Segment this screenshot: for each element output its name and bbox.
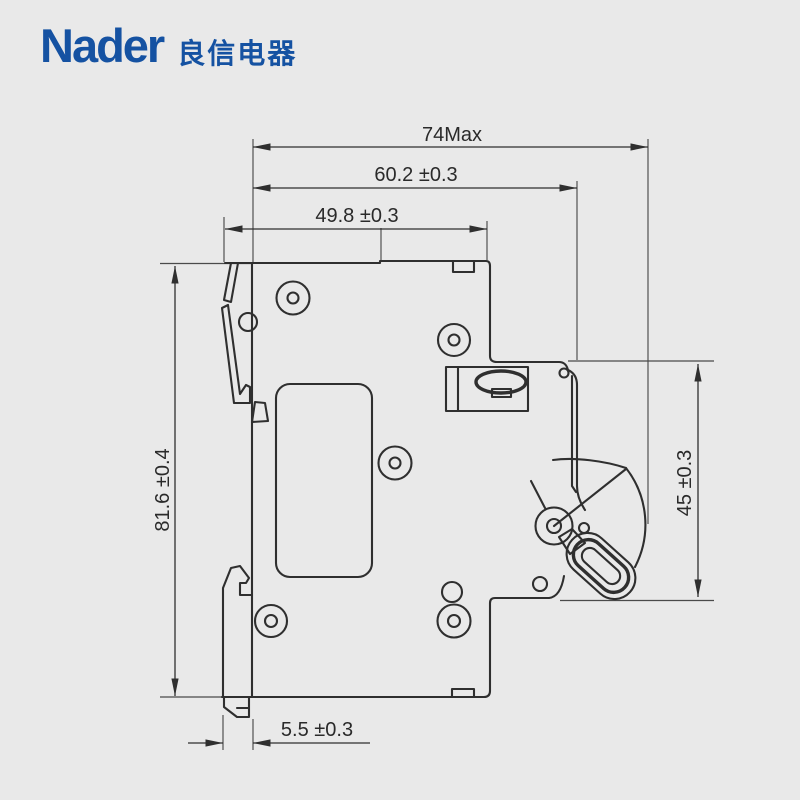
bottom-foot-tab <box>450 687 476 699</box>
latch-curve <box>547 574 566 600</box>
hole-corner-small <box>558 367 570 379</box>
dim-label-height-overall: 81.6 ±0.4 <box>152 448 174 531</box>
body-top-and-right-step <box>223 259 570 372</box>
terminal-clamp-tab <box>490 387 513 399</box>
back-channel-tab <box>250 400 270 424</box>
terminal-clamp-oval <box>474 369 528 395</box>
right-wall-inner <box>570 374 578 494</box>
breaker-outline <box>220 259 587 699</box>
clip-slider-foot <box>222 695 251 719</box>
brand-name-cn: 良信电器 <box>177 37 298 71</box>
brand-name-en: Nader <box>40 19 165 72</box>
extension-line-set <box>160 139 714 750</box>
lever-grip-inner <box>580 546 622 586</box>
boss-bottom-left-outer <box>253 603 289 639</box>
dim-label-clip-offset: 5.5 ±0.3 <box>281 719 353 741</box>
screw-holes <box>237 280 570 639</box>
top-slot-tab <box>451 259 476 274</box>
boss-top-right-outer <box>436 322 472 358</box>
lever-link-line <box>529 479 547 510</box>
brand-logo: Nader 良信电器 <box>40 19 298 72</box>
dimension-lines <box>171 143 702 747</box>
lever-radial-line <box>552 467 628 528</box>
lever-pivot-inner <box>545 517 563 535</box>
toggle-lever <box>529 457 647 601</box>
lever-grip-outer <box>565 531 637 601</box>
hole-bottom-mid <box>440 580 464 604</box>
lever-pivot-outer <box>534 506 574 546</box>
dim-label-height-front: 45 ±0.3 <box>674 450 696 517</box>
back-top-rib <box>222 261 240 304</box>
dim-label-depth-terminal: 60.2 ±0.3 <box>374 164 457 186</box>
back-long-rib-hook <box>220 303 252 405</box>
boss-center-outer <box>377 445 413 481</box>
boss-bottom-right-outer <box>436 603 472 639</box>
extension-lines <box>160 139 714 750</box>
dimension-labels: 74Max 60.2 ±0.3 49.8 ±0.3 81.6 ±0.4 45 ±… <box>152 124 696 741</box>
boss-center-inner <box>388 456 402 470</box>
body-bottom-and-step <box>220 596 551 699</box>
lever-sweep-upper-edge <box>551 457 628 470</box>
boss-top-left-outer <box>275 280 311 316</box>
boss-top-left-inner <box>286 291 300 305</box>
rating-label-recess <box>274 382 374 579</box>
boss-bottom-right-inner <box>446 613 462 629</box>
din-rail-clip <box>220 261 270 719</box>
hole-step-small <box>531 575 549 593</box>
terminal-block <box>444 365 530 413</box>
terminal-body <box>444 365 530 413</box>
right-wall-outer <box>566 368 587 512</box>
lever-grip <box>565 531 637 601</box>
dim-label-depth-front: 49.8 ±0.3 <box>315 205 398 227</box>
boss-top-right-inner <box>447 333 461 347</box>
boss-bottom-left-inner <box>263 613 279 629</box>
dim-label-overall-depth: 74Max <box>422 124 482 146</box>
lever-sweep-arc <box>624 466 647 569</box>
lever-grip-mid <box>571 537 631 595</box>
clip-slider <box>221 564 254 699</box>
lever-pin-hole <box>577 521 591 535</box>
hole-back-small <box>237 311 259 333</box>
